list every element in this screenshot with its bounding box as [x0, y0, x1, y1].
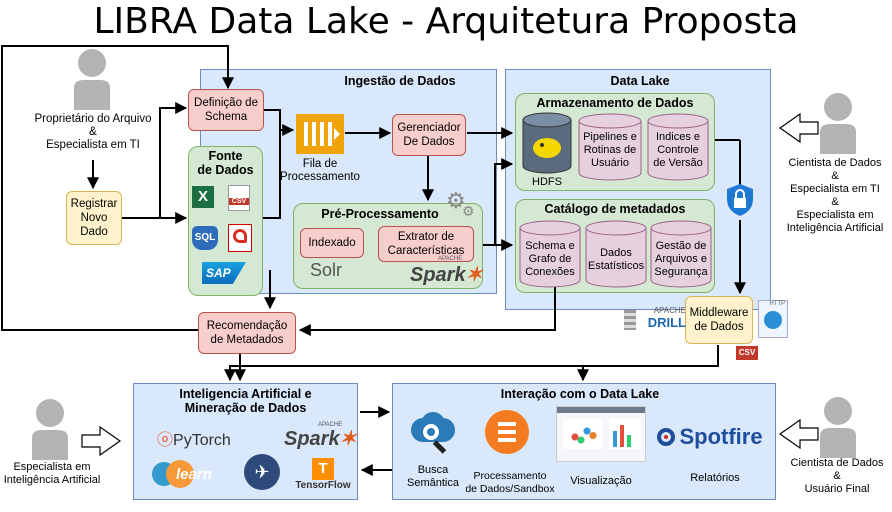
tensorflow-icon: T	[312, 458, 334, 480]
spotfire-label: Spotfire	[679, 424, 763, 449]
scientist-top-label: Cientista de Dados & Especialista em TI …	[786, 157, 884, 234]
tensorflow-label: TensorFlow	[295, 480, 351, 491]
solr-logo: Solr	[310, 260, 342, 281]
csv-label: CSV	[229, 198, 249, 205]
drill-bit-icon	[624, 310, 636, 330]
preproc-title: Pré-Processamento	[321, 207, 439, 221]
schema-label: Schema e Grafo de Conexões	[525, 240, 575, 278]
spark-star-icon: ✶	[465, 264, 483, 286]
bird-logo-icon: ✈	[244, 454, 280, 490]
drill-apache: APACHE	[653, 306, 686, 315]
interacao-title: Interação com o Data Lake	[500, 387, 660, 401]
csv-file-icon: CSV	[228, 185, 250, 211]
armazenamento-title: Armazenamento de Dados	[536, 96, 694, 110]
sklearn-logo: learn	[152, 458, 222, 490]
processing-sandbox-icon	[485, 410, 529, 454]
scientist-top-person-icon	[820, 93, 856, 154]
extrator-box[interactable]: Extrator de Características	[378, 226, 474, 262]
sql-label: SQL	[194, 232, 216, 243]
ai-specialist-label: Especialista em Inteligência Artificial	[3, 461, 101, 486]
sap-logo: SAP	[202, 262, 246, 284]
gear-small-icon: ⚙	[462, 203, 475, 219]
owner-label: Proprietário do Arquivo & Especialista e…	[34, 113, 152, 151]
sklearn-label: learn	[176, 466, 212, 483]
search-cloud-icon	[409, 412, 457, 458]
csv-output-label: CSV	[738, 348, 756, 357]
gerenciador-box[interactable]: Gerenciador De Dados	[392, 114, 466, 156]
pytorch-logo: ⓞPyTorch	[157, 426, 231, 450]
tensorflow-logo: T TensorFlow	[292, 458, 354, 498]
definicao-box[interactable]: Definição de Schema	[188, 89, 264, 131]
catalogo-title: Catálogo de metadados	[544, 202, 686, 216]
spark-ia-label: Spark	[284, 428, 340, 450]
processamento-label: Processamento de Dados/Sandbox	[465, 470, 555, 495]
datalake-title: Data Lake	[610, 74, 670, 88]
scientist-bottom-label: Cientista de Dados & Usuário Final	[790, 457, 884, 495]
spotfire-icon	[657, 428, 675, 446]
spark-preproc-apache: APACHE	[438, 256, 463, 262]
dados-cylinder	[585, 220, 647, 288]
drill-logo: APACHE DRILL	[624, 306, 688, 332]
page-title: LIBRA Data Lake - Arquitetura Proposta	[93, 1, 799, 42]
http-icon: HTTP	[758, 300, 788, 338]
ingestao-title: Ingestão de Dados	[344, 74, 456, 88]
spark-ia-star-icon: ✶	[339, 428, 357, 450]
drill-label: DRILL	[647, 315, 686, 330]
solr-label: Solr	[310, 260, 343, 280]
busca-label: Busca Semântica	[407, 464, 459, 489]
gestao-label: Gestão de Arquivos e Segurança	[654, 240, 708, 278]
csv-output-icon: CSV	[736, 346, 758, 360]
spark-preproc-logo: Spark✶	[410, 262, 482, 287]
fonte-title: Fonte de Dados	[197, 149, 254, 177]
hdfs-label: HDFS	[532, 176, 562, 188]
pytorch-label: PyTorch	[173, 432, 231, 449]
relatorios-label: Relatórios	[690, 472, 740, 484]
ia-title: Inteligencia Artificial e Mineração de D…	[179, 387, 312, 415]
schema-cylinder	[519, 220, 581, 288]
pipelines-label: Pipelines e Rotinas de Usuário	[583, 131, 637, 169]
recomendacao-box[interactable]: Recomendação de Metadados	[198, 312, 296, 354]
hdfs-cylinder	[522, 112, 572, 174]
excel-icon: X	[192, 186, 214, 208]
registrar-box[interactable]: Registrar Novo Dado	[66, 191, 122, 245]
dados-label: Dados Estatísticos	[587, 247, 645, 272]
pytorch-flame-icon: ⓞ	[157, 432, 174, 449]
visualizacao-label: Visualização	[570, 475, 632, 487]
ai-specialist-person-icon	[32, 399, 68, 460]
scientist-bottom-person-icon	[820, 397, 856, 458]
http-label: HTTP	[769, 301, 785, 307]
indexado-box[interactable]: Indexado	[300, 228, 364, 258]
gear-icon: ⚙	[446, 188, 466, 213]
sql-icon: SQL	[192, 226, 218, 250]
indices-label: Indices e Controle de Versão	[653, 131, 703, 169]
spark-ia-apache: APACHE	[318, 422, 343, 428]
pdf-icon	[228, 224, 252, 252]
lock-shield-icon	[727, 184, 753, 216]
indices-cylinder	[647, 113, 709, 181]
queue-icon	[296, 114, 344, 154]
visualization-thumbnail	[556, 406, 646, 462]
middleware-box[interactable]: Middleware de Dados	[685, 296, 753, 344]
interacao-panel	[392, 383, 776, 500]
gestao-cylinder	[650, 220, 712, 288]
pipelines-cylinder	[578, 113, 642, 181]
fila-label: Fila de Processamento	[280, 158, 360, 183]
spark-preproc-label: Spark	[410, 264, 466, 286]
spark-ia-logo: Spark✶	[284, 426, 356, 451]
sap-label: SAP	[206, 266, 231, 280]
spotfire-logo: Spotfire	[657, 424, 763, 450]
owner-person-icon	[74, 49, 110, 110]
